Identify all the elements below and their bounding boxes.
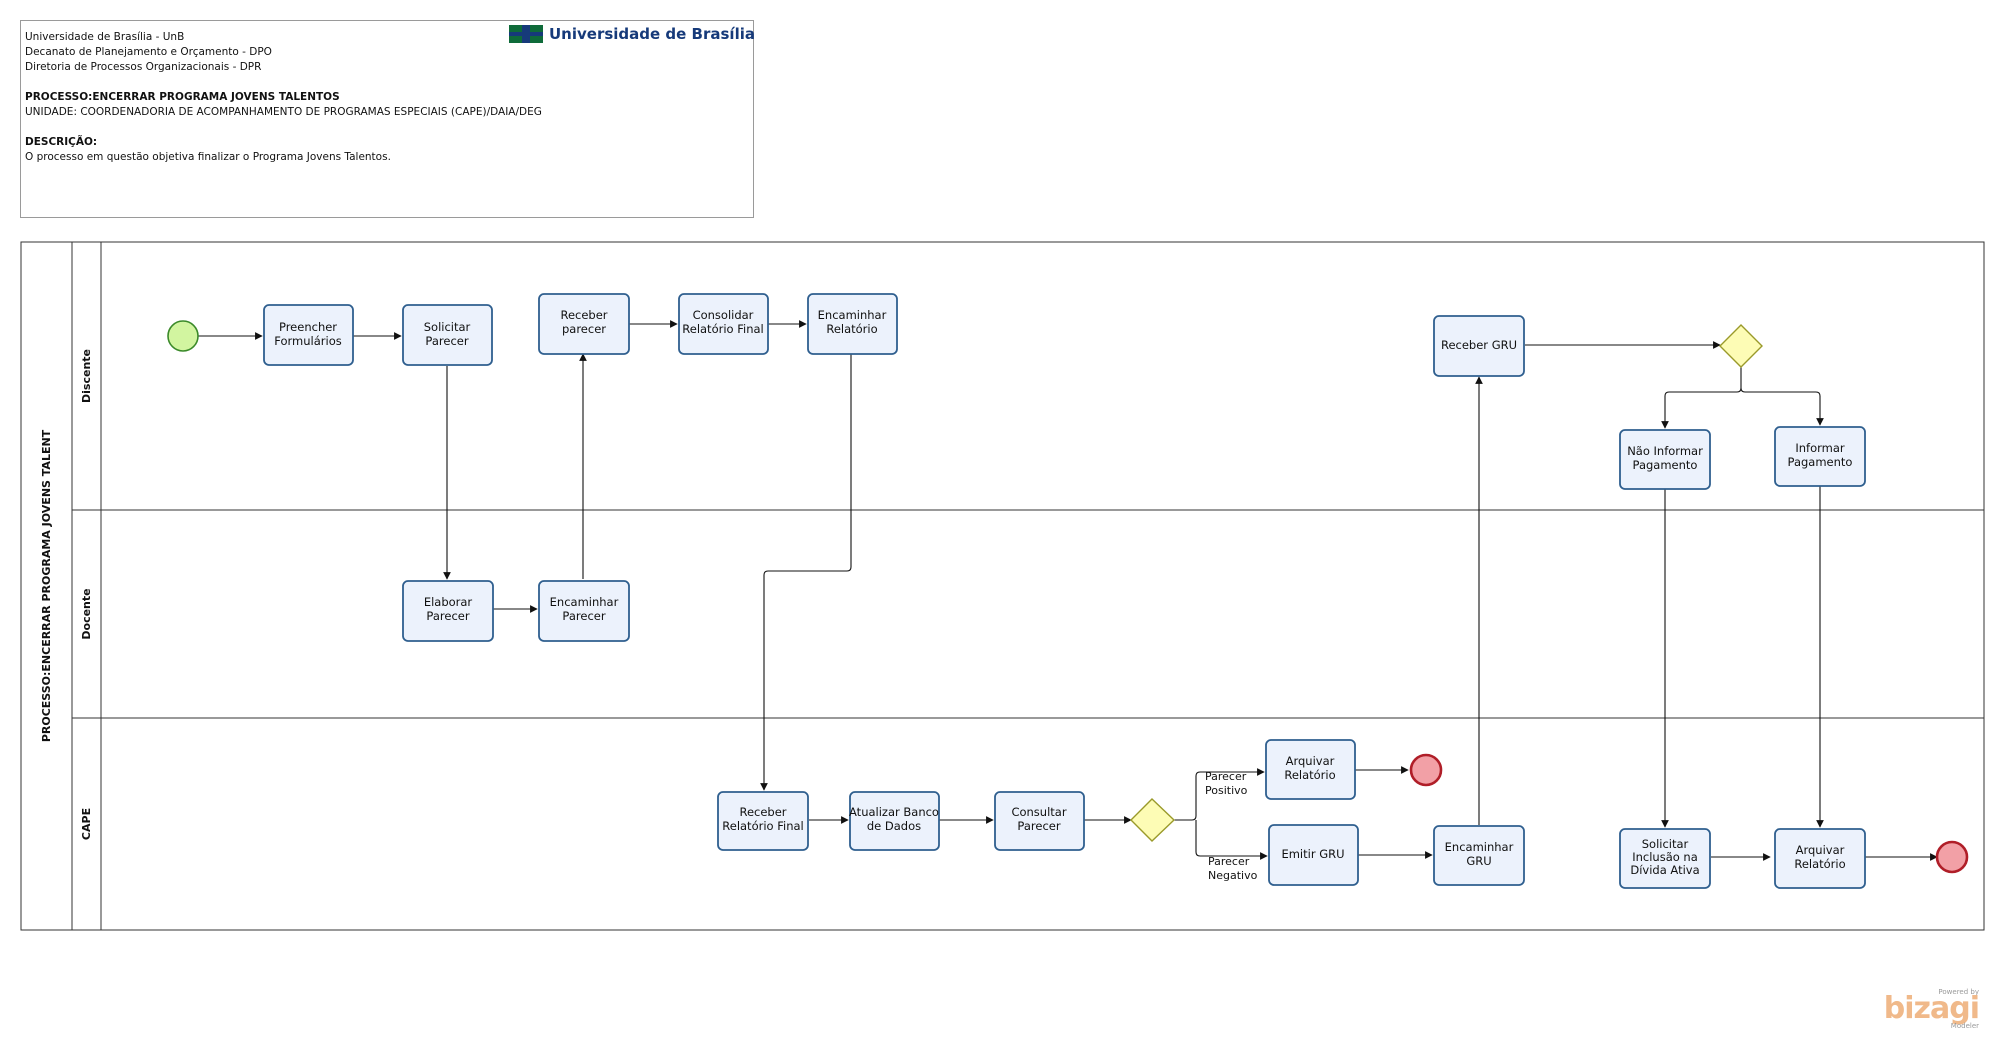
unit-line: UNIDADE: COORDENADORIA DE ACOMPANHAMENTO… xyxy=(25,106,542,118)
label-parecer-positivo: Parecer Positivo xyxy=(1205,770,1250,797)
end-event-2[interactable] xyxy=(1935,840,1969,874)
start-event[interactable] xyxy=(167,320,199,352)
unb-logo-icon xyxy=(509,25,543,43)
flow-gateway-arquivar xyxy=(1174,768,1265,821)
lane-label-docente: Docente xyxy=(80,588,93,639)
division-line: Diretoria de Processos Organizacionais -… xyxy=(25,61,262,73)
bizagi-branding: Powered by bizagi Modeler xyxy=(1883,988,1980,1030)
pool-title: PROCESSO:ENCERRAR PROGRAMA JOVENS TALENT xyxy=(40,429,53,742)
flow-gateway-informar xyxy=(1740,387,1824,426)
org-line: Universidade de Brasília - UnB xyxy=(25,31,185,43)
gateway-parecer[interactable] xyxy=(1130,798,1176,842)
label-parecer-negativo: Parecer Negativo xyxy=(1208,855,1258,882)
task-emitir-gru[interactable]: Emitir GRU xyxy=(1268,824,1359,886)
lane-label-cape: CAPE xyxy=(80,808,93,840)
logo-text: Universidade de Brasília xyxy=(549,25,755,43)
lane-label-discente: Discente xyxy=(80,349,93,403)
unb-logo: Universidade de Brasília xyxy=(509,23,755,45)
flow-encaminhar-receber-final xyxy=(760,354,852,791)
svg-text:Receber GRU: Receber GRU xyxy=(1441,338,1517,352)
description-text: O processo em questão objetiva finalizar… xyxy=(25,151,391,163)
header-box: Universidade de Brasília - UnB Decanato … xyxy=(20,20,755,218)
gateway-pagamento[interactable] xyxy=(1719,324,1763,368)
dept-line: Decanato de Planejamento e Orçamento - D… xyxy=(25,46,272,58)
task-receber-gru[interactable]: Receber GRU xyxy=(1433,315,1525,377)
modeler-text: Modeler xyxy=(1950,1022,1979,1030)
bizagi-logo: bizagi xyxy=(1883,991,1980,1026)
sequence-flows xyxy=(198,320,1938,861)
powered-by-text: Powered by xyxy=(1938,988,1979,996)
flow-gateway-nao-informar xyxy=(1661,367,1742,429)
description-label: DESCRIÇÃO: xyxy=(25,136,98,148)
pool-border xyxy=(20,241,1985,931)
flow-gateway-emitir xyxy=(1195,820,1268,860)
end-event-1[interactable] xyxy=(1409,753,1443,787)
svg-text:Emitir GRU: Emitir GRU xyxy=(1281,847,1344,861)
process-title: PROCESSO:ENCERRAR PROGRAMA JOVENS TALENT… xyxy=(25,91,340,103)
